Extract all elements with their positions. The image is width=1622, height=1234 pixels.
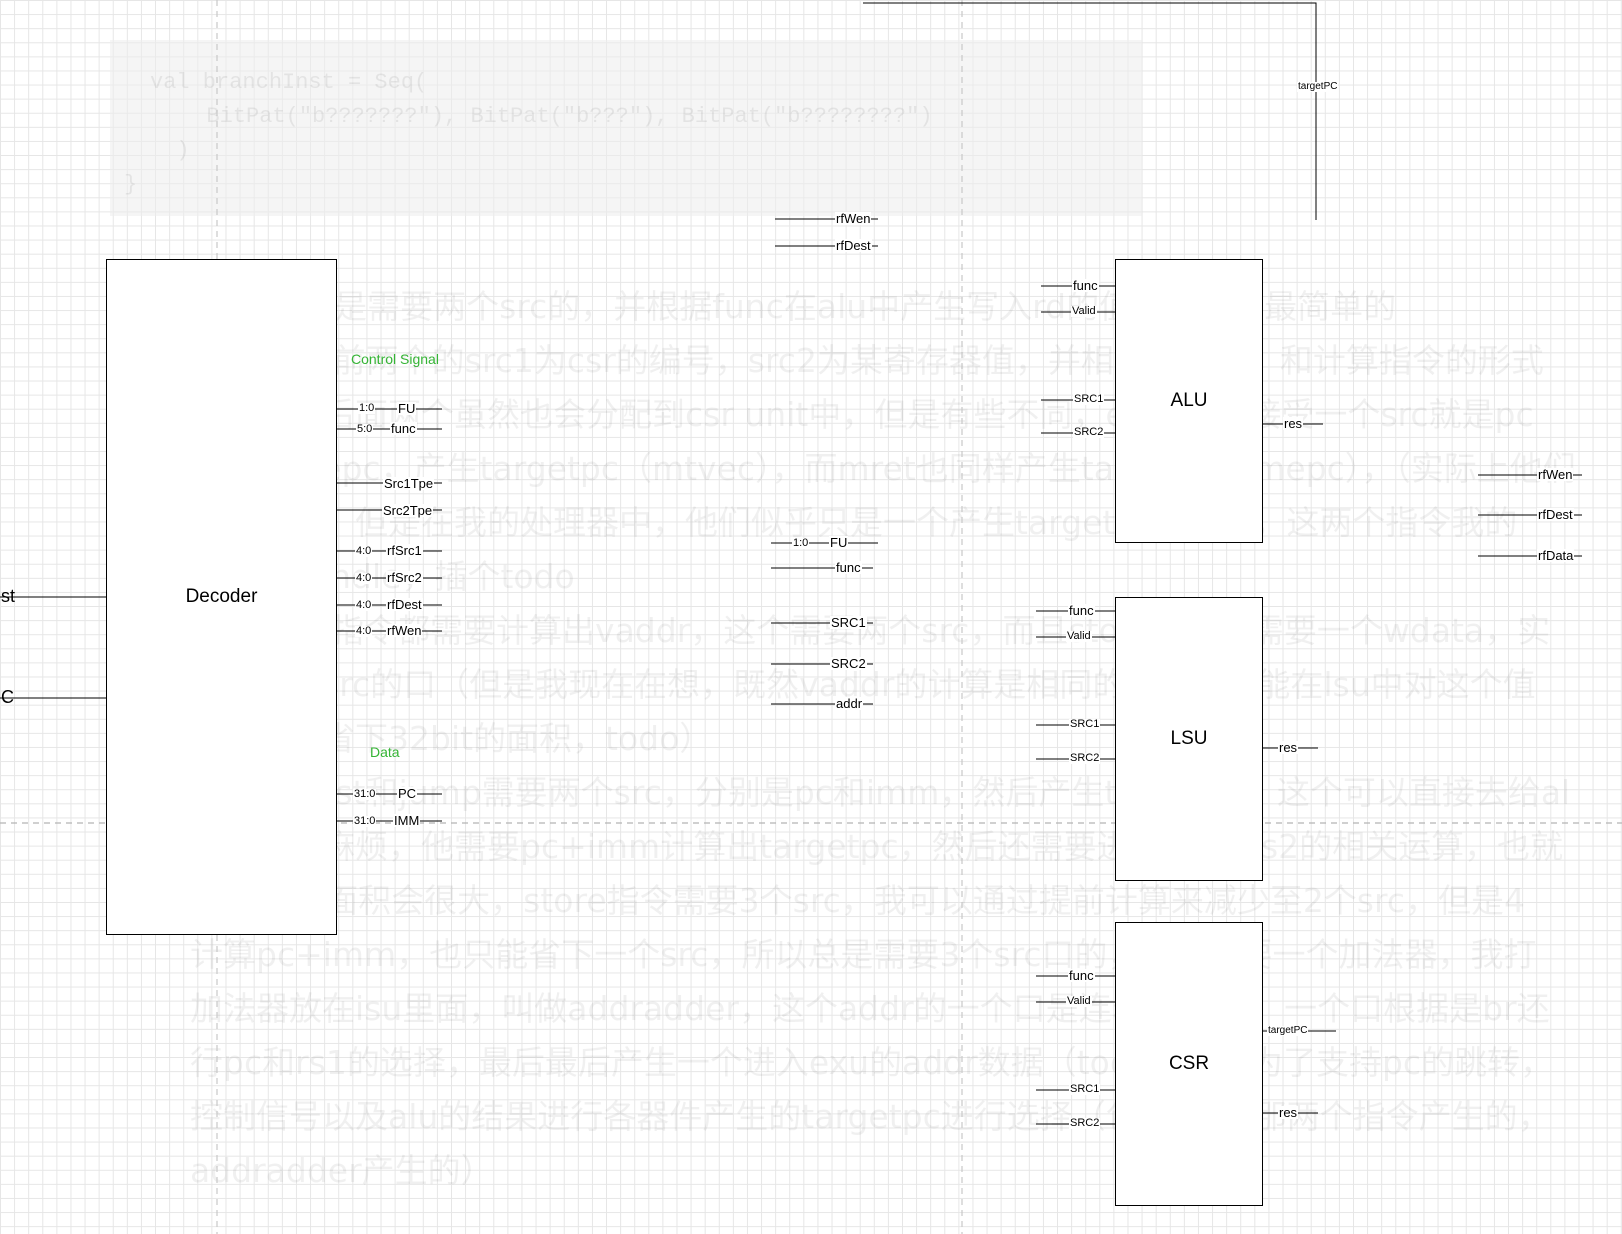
rfwen-right-label: rfWen xyxy=(1537,467,1574,482)
rfdest-width-label: 4:0 xyxy=(355,599,373,611)
lsu-func-label: func xyxy=(1068,603,1095,618)
control-signal-label: Control Signal xyxy=(351,351,439,367)
func-mid-label: func xyxy=(835,560,862,575)
imm-width-label: 31:0 xyxy=(353,815,377,827)
rfsrc1-port-label: rfSrc1 xyxy=(386,543,423,558)
csr-src1-label: SRC1 xyxy=(1069,1083,1101,1095)
note-line: 加法器放在isu里面，叫做addradder，这个addr的一个口是连着imm的… xyxy=(190,989,1550,1028)
src1type-port-label: Src1Tpe xyxy=(383,476,435,491)
note-line: 计算pc+imm，也只能省下一个src，所以总是需要3个src口的，而且需要一个… xyxy=(190,935,1537,974)
func-port-label: func xyxy=(390,421,417,436)
lsu-src2-label: SRC2 xyxy=(1069,752,1101,764)
note-line: 指令有点麻烦，他需要pc+imm计算出targetpc，然后还需要进行rs1和r… xyxy=(190,827,1564,866)
code-line: } xyxy=(124,172,138,197)
src1-mid-label: SRC1 xyxy=(830,615,867,630)
target-pc-wire xyxy=(863,2,1317,220)
lsu-block[interactable]: LSU xyxy=(1115,597,1263,881)
fu-mid-width-label: 1:0 xyxy=(792,537,810,549)
rfdest-right-label: rfDest xyxy=(1537,507,1574,522)
addr-mid-label: addr xyxy=(835,696,864,711)
rfsrc2-port-label: rfSrc2 xyxy=(386,570,423,585)
csr-block[interactable]: CSR xyxy=(1115,922,1263,1206)
rfsrc1-width-label: 4:0 xyxy=(355,545,373,557)
csr-targetpc-label: targetPC xyxy=(1267,1025,1309,1036)
background-code-block: val branchInst = Seq( BitPat("b???????")… xyxy=(110,40,1142,216)
data-label: Data xyxy=(370,744,400,760)
code-line: ) xyxy=(150,138,190,163)
rfsrc2-width-label: 4:0 xyxy=(355,572,373,584)
rfdest-mid-label: rfDest xyxy=(835,238,872,253)
fu-port-label: FU xyxy=(397,401,417,416)
fu-width-label: 1:0 xyxy=(358,402,376,414)
note-line: 控制信号以及alu的结果进行各器件产生的targetpc进行选择（包括csr的那… xyxy=(190,1097,1551,1136)
lsu-res-label: res xyxy=(1278,740,1299,755)
code-line: BitPat("b???????"), BitPat("b???"), BitP… xyxy=(180,104,933,129)
pc-width-label: 31:0 xyxy=(353,788,377,800)
rfwen-width-label: 4:0 xyxy=(355,625,373,637)
note-line: 行pc和rs1的选择，最后最后产生一个进入exu的addr数据（todo）然后为… xyxy=(190,1043,1554,1082)
code-line: val branchInst = Seq( xyxy=(150,70,428,95)
inst-label: st xyxy=(1,586,16,606)
rfwen-mid-label: rfWen xyxy=(835,211,872,226)
alu-src2-label: SRC2 xyxy=(1073,426,1105,438)
csr-res-label: res xyxy=(1278,1105,1299,1120)
csr-title: CSR xyxy=(1168,1053,1210,1074)
rfdata-right-label: rfData xyxy=(1537,548,1575,563)
lsu-valid-label: Valid xyxy=(1066,630,1092,642)
alu-valid-label: Valid xyxy=(1071,305,1097,317)
rfwen-port-label: rfWen xyxy=(386,623,423,638)
rfdest-port-label: rfDest xyxy=(386,597,423,612)
lsu-title: LSU xyxy=(1170,728,1208,749)
alu-block[interactable]: ALU xyxy=(1115,259,1263,543)
pc-input-label: C xyxy=(1,687,14,707)
alu-src1-label: SRC1 xyxy=(1073,393,1105,405)
csr-func-label: func xyxy=(1068,968,1095,983)
note-line: branchInst和jump需要两个src，分别是pc和imm，然后产生tar… xyxy=(190,773,1571,812)
pc-port-label: PC xyxy=(397,786,418,801)
alu-func-label: func xyxy=(1072,278,1099,293)
lsu-src1-label: SRC1 xyxy=(1069,718,1101,730)
note-line: addradder产生的） xyxy=(190,1151,494,1190)
fu-mid-label: FU xyxy=(829,535,849,550)
func-width-label: 5:0 xyxy=(356,423,374,435)
imm-port-label: IMM xyxy=(393,813,421,828)
decoder-block[interactable]: Decoder xyxy=(106,259,337,935)
src2type-port-label: Src2Tpe xyxy=(382,503,434,518)
decoder-title: Decoder xyxy=(185,586,258,607)
note-line: 4个src，面积会很大，store指令需要3个src，我可以通过提前计算来减少至… xyxy=(190,881,1525,920)
csr-valid-label: Valid xyxy=(1066,995,1092,1007)
alu-res-label: res xyxy=(1283,416,1304,431)
top-targetpc-label: targetPC xyxy=(1297,81,1339,92)
note-line: csrInst的前两个的src1为csr的编号，src2为某寄存器值，并相应产生… xyxy=(190,341,1544,380)
src2-mid-label: SRC2 xyxy=(830,656,867,671)
alu-title: ALU xyxy=(1170,390,1208,411)
csr-src2-label: SRC2 xyxy=(1069,1117,1101,1129)
